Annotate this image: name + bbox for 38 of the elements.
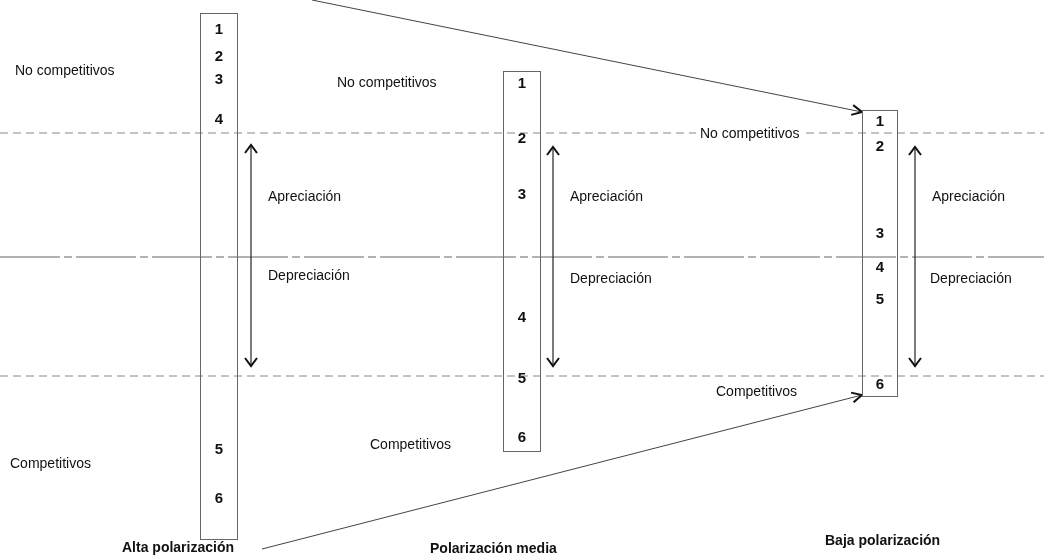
zone-label: Apreciación xyxy=(932,188,1006,204)
rank-number: 6 xyxy=(874,376,886,392)
arrow xyxy=(311,0,863,116)
zone-label: Competitivos xyxy=(370,436,451,452)
zone-label: Competitivos xyxy=(716,383,797,399)
zone-label: No competitivos xyxy=(337,74,437,90)
rank-number: 5 xyxy=(874,291,886,307)
rank-number: 1 xyxy=(213,21,225,37)
ranking-bar xyxy=(503,71,541,452)
arrow xyxy=(261,391,863,550)
panel-title: Baja polarización xyxy=(825,532,941,548)
ranking-bar xyxy=(200,13,238,540)
rank-number: 4 xyxy=(213,111,225,127)
panel-title: Polarización media xyxy=(430,540,557,555)
zone-label: Competitivos xyxy=(10,455,91,471)
zone-label: Depreciación xyxy=(570,270,652,286)
rank-number: 6 xyxy=(213,490,225,506)
rank-number: 1 xyxy=(874,113,886,129)
rank-number: 3 xyxy=(874,225,886,241)
rank-number: 2 xyxy=(213,48,225,64)
ranking-bar xyxy=(862,110,898,397)
zone-label: No competitivos xyxy=(696,125,804,141)
zone-label: Apreciación xyxy=(268,188,342,204)
rank-number: 3 xyxy=(213,71,225,87)
rank-number: 5 xyxy=(516,370,528,386)
rank-number: 6 xyxy=(516,429,528,445)
zone-label: Depreciación xyxy=(268,267,350,283)
rank-number: 3 xyxy=(516,186,528,202)
rank-number: 5 xyxy=(213,441,225,457)
zone-label: Apreciación xyxy=(570,188,644,204)
panel-title: Alta polarización xyxy=(122,539,235,555)
zone-label: No competitivos xyxy=(15,62,115,78)
rank-number: 2 xyxy=(874,138,886,154)
rank-number: 4 xyxy=(874,259,886,275)
rank-number: 4 xyxy=(516,309,528,325)
rank-number: 1 xyxy=(516,75,528,91)
zone-label: Depreciación xyxy=(930,270,1012,286)
rank-number: 2 xyxy=(516,130,528,146)
